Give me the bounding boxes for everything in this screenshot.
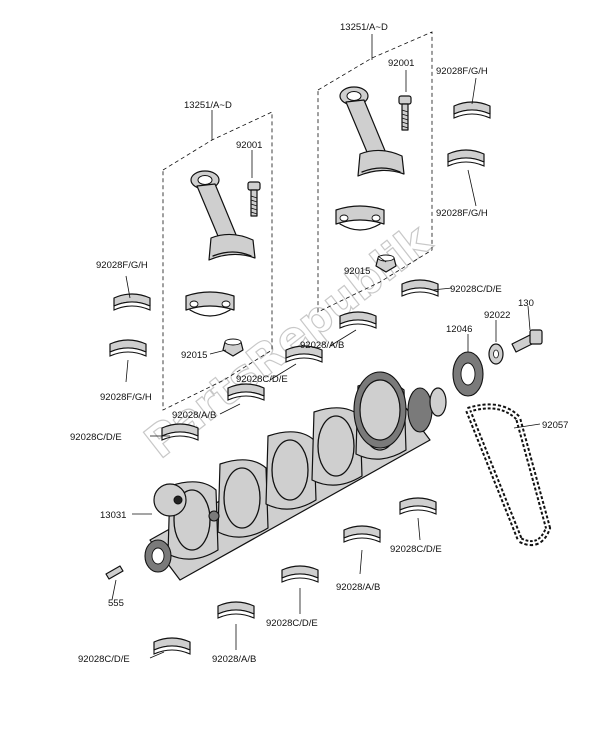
label-130: 130 — [518, 298, 534, 309]
dowel-pin — [105, 565, 124, 580]
bearing-shell-cde-4 — [399, 497, 437, 515]
label-13251-left: 13251/A~D — [184, 100, 232, 111]
label-92022: 92022 — [484, 310, 510, 321]
label-92028fgh-c: 92028F/G/H — [96, 260, 148, 271]
label-92028fgh-b: 92028F/G/H — [436, 208, 488, 219]
label-13031: 13031 — [100, 510, 126, 521]
bearing-shell-ab-4 — [217, 601, 255, 619]
rod-bolt-lower — [247, 181, 261, 217]
bearing-shell-fgh-3 — [113, 293, 151, 311]
label-92028cde-c: 92028C/D/E — [70, 432, 122, 443]
label-92028cde-b: 92028C/D/E — [236, 374, 288, 385]
label-92015-left: 92015 — [181, 350, 207, 361]
label-92028ab-d: 92028/A/B — [212, 654, 256, 665]
bearing-shell-fgh-2 — [447, 149, 485, 167]
label-92028ab-b: 92028/A/B — [172, 410, 216, 421]
label-92028fgh-a: 92028F/G/H — [436, 66, 488, 77]
label-92028cde-d: 92028C/D/E — [390, 544, 442, 555]
bearing-shell-cde-1 — [401, 279, 439, 297]
label-92057: 92057 — [542, 420, 568, 431]
bearing-shell-fgh-4 — [109, 339, 147, 357]
leader-lines — [111, 34, 541, 659]
rod-bolt-upper — [398, 95, 412, 131]
label-92028cde-a: 92028C/D/E — [450, 284, 502, 295]
label-92028cde-f: 92028C/D/E — [78, 654, 130, 665]
connecting-rod-lower — [185, 170, 256, 317]
sprocket — [452, 351, 484, 397]
crank-spline-end — [144, 539, 172, 573]
bearing-shell-fgh-1 — [453, 101, 491, 119]
sprocket-bolt — [511, 329, 543, 353]
label-92015-top: 92015 — [344, 266, 370, 277]
label-13251-top: 13251/A~D — [340, 22, 388, 33]
label-92001-left: 92001 — [236, 140, 262, 151]
washer — [488, 343, 504, 365]
label-12046: 12046 — [446, 324, 472, 335]
bearing-shell-ab-1 — [339, 311, 377, 329]
label-92001-top: 92001 — [388, 58, 414, 69]
connecting-rod-upper — [335, 86, 405, 231]
crankshaft — [144, 371, 447, 581]
label-92028cde-e: 92028C/D/E — [266, 618, 318, 629]
label-92028fgh-d: 92028F/G/H — [100, 392, 152, 403]
label-555: 555 — [108, 598, 124, 609]
label-92028ab-a: 92028/A/B — [300, 340, 344, 351]
bearing-shell-cde-5 — [281, 565, 319, 583]
right-rod-group-outline — [317, 31, 433, 313]
bearing-shell-cde-6 — [153, 637, 191, 655]
label-92028ab-c: 92028/A/B — [336, 582, 380, 593]
bearing-shell-ab-3 — [343, 525, 381, 543]
crank-gear — [353, 371, 447, 449]
cam-chain — [464, 403, 552, 546]
